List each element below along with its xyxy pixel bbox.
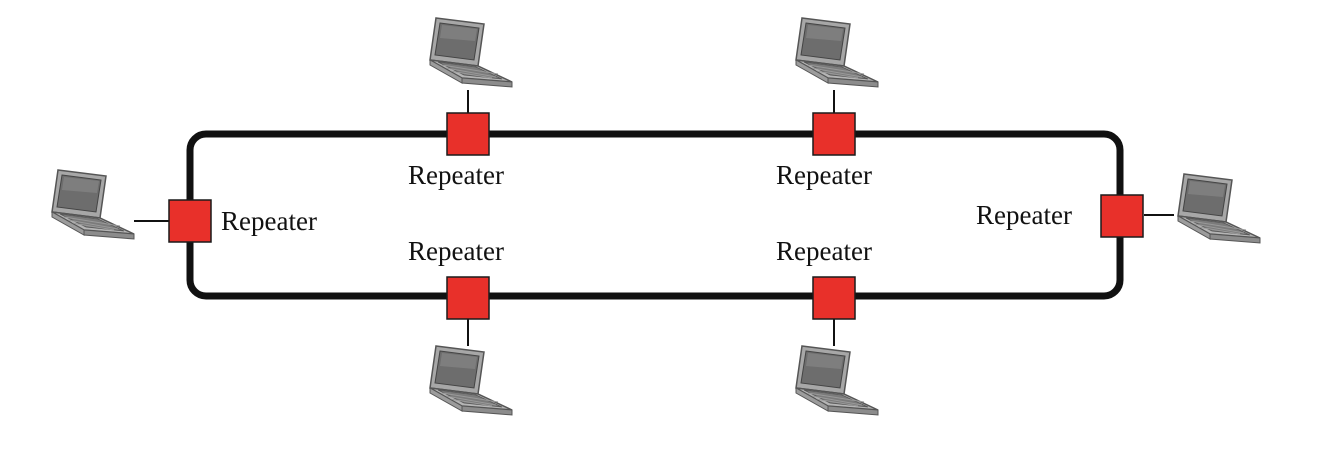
laptop-icon	[429, 345, 513, 416]
repeater-label: Repeater	[221, 206, 317, 236]
repeater-label: Repeater	[408, 160, 504, 190]
repeater-box	[168, 199, 212, 243]
laptop-icon	[429, 17, 513, 88]
laptop-icon	[795, 345, 879, 416]
drop-links	[134, 90, 1174, 346]
repeater-label: Repeater	[776, 236, 872, 266]
repeater-label: Repeater	[976, 200, 1072, 230]
repeater-box	[812, 276, 856, 320]
repeater-label: Repeater	[776, 160, 872, 190]
repeater-label: Repeater	[408, 236, 504, 266]
repeater-box	[446, 276, 490, 320]
repeater-box	[446, 112, 490, 156]
laptop-icon	[51, 169, 135, 240]
laptop-icon	[795, 17, 879, 88]
repeater-box	[1100, 194, 1144, 238]
repeater-box	[812, 112, 856, 156]
laptop-icon	[1177, 173, 1261, 244]
